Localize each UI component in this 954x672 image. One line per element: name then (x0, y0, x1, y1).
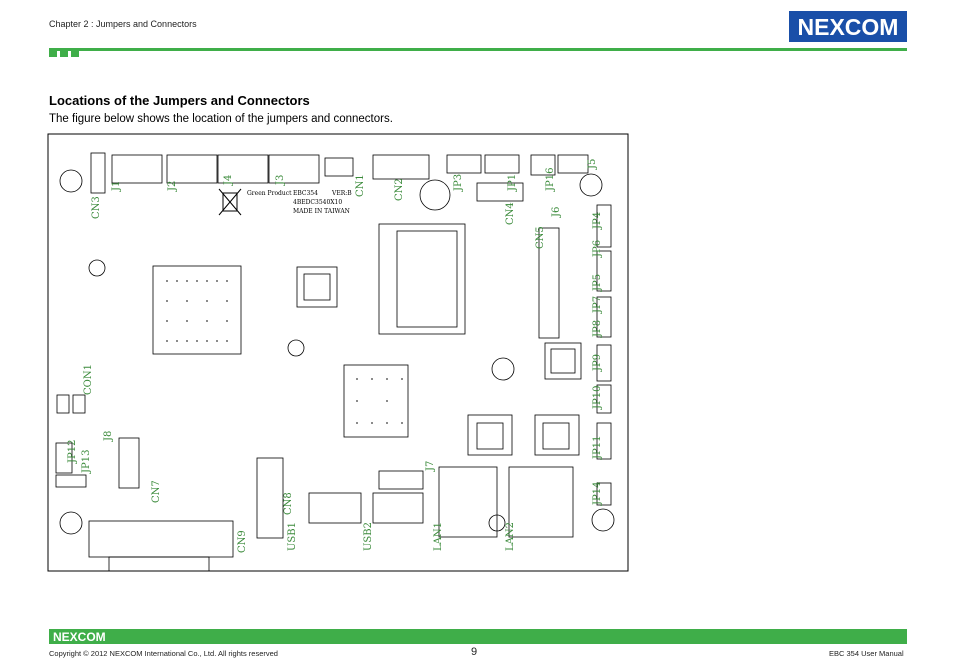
label-usb1: USB1 (287, 522, 298, 551)
header-square-1 (49, 49, 57, 57)
board-drawing: Green Product EBC354 4BEDC3540X10 VER:B … (47, 133, 629, 572)
chapter-heading: Chapter 2 : Jumpers and Connectors (49, 19, 197, 29)
header-divider (49, 48, 907, 51)
label-j7: J7 (425, 461, 436, 472)
label-cn4: CN4 (505, 202, 516, 225)
silk-code: 4BEDC3540X10 (293, 199, 342, 206)
board-figure: Green Product EBC354 4BEDC3540X10 VER:B … (47, 133, 629, 573)
label-j1: J1 (111, 181, 122, 192)
footer-bar (49, 629, 907, 644)
label-jp16: JP16 (545, 168, 556, 192)
section-title: Locations of the Jumpers and Connectors (49, 93, 310, 108)
intro-text: The figure below shows the location of t… (49, 113, 393, 125)
footer-logo: NEXCOM (53, 630, 106, 644)
label-j4: J4 (223, 175, 234, 186)
silk-model: EBC354 (293, 190, 318, 197)
silk-green-product: Green Product (247, 190, 292, 197)
board-outline (47, 133, 629, 572)
component-labels: J1 J2 J4 J3 CN1 CN2 JP3 JP1 JP16 J5 CN3 … (67, 159, 603, 553)
label-j8: J8 (103, 431, 114, 442)
copyright: Copyright © 2012 NEXCOM International Co… (49, 649, 278, 658)
label-cn1: CN1 (355, 174, 366, 197)
label-j2: J2 (167, 181, 178, 192)
label-j3: J3 (275, 175, 286, 186)
label-jp13: JP13 (81, 450, 92, 474)
label-con1: CON1 (83, 364, 94, 395)
label-jp6: JP6 (592, 240, 603, 258)
nexcom-logo-text: NEXCOM (797, 14, 899, 40)
nexcom-logo: NEXCOM (789, 11, 907, 42)
label-jp12: JP12 (67, 440, 78, 464)
label-cn7: CN7 (151, 480, 162, 503)
manual-title: EBC 354 User Manual (829, 649, 904, 658)
label-cn3: CN3 (91, 196, 102, 219)
label-cn8: CN8 (283, 492, 294, 515)
label-cn2: CN2 (394, 178, 405, 201)
label-jp3: JP3 (453, 174, 464, 192)
label-jp10: JP10 (592, 386, 603, 410)
label-jp14: JP14 (592, 482, 603, 506)
header-square-2 (60, 49, 68, 57)
label-usb2: USB2 (363, 522, 374, 551)
label-jp11: JP11 (592, 436, 603, 460)
label-jp1: JP1 (507, 174, 518, 192)
label-cn5: CN5 (535, 226, 546, 249)
label-lan1: LAN1 (433, 522, 444, 551)
label-jp4: JP4 (592, 212, 603, 230)
weee-icon (218, 188, 242, 216)
silk-version: VER:B (331, 190, 352, 197)
silk-made-in: MADE IN TAIWAN (293, 208, 350, 215)
label-j5: J5 (587, 159, 598, 170)
header-square-3 (71, 49, 79, 57)
label-jp5: JP5 (592, 274, 603, 292)
label-jp7: JP7 (592, 296, 603, 314)
label-cn9: CN9 (237, 530, 248, 553)
page-number: 9 (471, 646, 478, 658)
label-jp9: JP9 (592, 354, 603, 372)
label-j6: J6 (551, 207, 562, 218)
label-jp8: JP8 (592, 320, 603, 338)
label-lan2: LAN2 (505, 522, 516, 551)
